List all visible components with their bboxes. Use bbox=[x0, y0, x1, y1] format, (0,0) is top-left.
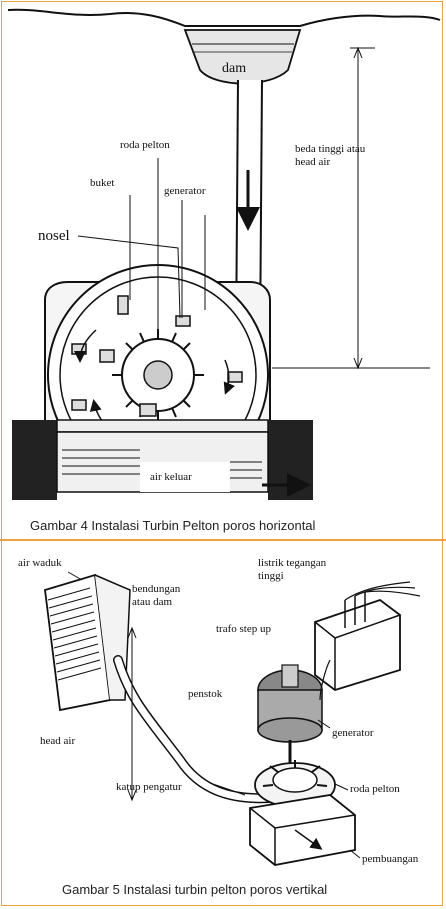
caption-figure1: Gambar 4 Instalasi Turbin Pelton poros h… bbox=[30, 518, 316, 533]
label-bendungan-line1: bendungan bbox=[132, 583, 181, 595]
generator-unit bbox=[257, 664, 323, 780]
label-roda-pelton-2: roda pelton bbox=[350, 783, 400, 795]
label-buket: buket bbox=[90, 177, 114, 189]
leader-lines-2 bbox=[67, 571, 361, 859]
outlet-basin bbox=[249, 794, 356, 866]
label-penstok: penstok bbox=[188, 688, 223, 700]
label-nosel: nosel bbox=[38, 228, 70, 244]
label-dam: dam bbox=[222, 61, 246, 76]
head-dimension-2 bbox=[127, 626, 137, 802]
label-roda-pelton-1: roda pelton bbox=[120, 139, 170, 151]
foundation bbox=[12, 419, 313, 500]
dam-reservoir bbox=[183, 29, 302, 85]
label-pembuangan: pembuangan bbox=[362, 853, 419, 865]
transformer-box bbox=[314, 581, 421, 701]
label-head-air-1: beda tinggi atau head air bbox=[295, 143, 368, 168]
label-katup: katup pengatur bbox=[116, 781, 182, 793]
label-listrik-line1: listrik tegangan bbox=[258, 557, 327, 569]
label-listrik: listrik tegangan tinggi bbox=[258, 557, 329, 582]
label-bendungan-line2: atau dam bbox=[132, 596, 172, 608]
penstock-pipe-2 bbox=[113, 655, 275, 804]
figure2-diagram bbox=[44, 571, 421, 866]
head-dimension bbox=[272, 46, 430, 370]
label-head-air-1-line2: head air bbox=[295, 156, 330, 168]
figure-divider bbox=[0, 539, 446, 541]
label-generator-1: generator bbox=[164, 185, 206, 197]
dam-wall bbox=[44, 573, 131, 712]
label-generator-2: generator bbox=[332, 727, 374, 739]
label-air-waduk: air waduk bbox=[18, 557, 62, 569]
figure1-diagram bbox=[7, 8, 441, 500]
label-head-air-1-line1: beda tinggi atau bbox=[295, 143, 366, 155]
label-listrik-line2: tinggi bbox=[258, 570, 284, 582]
label-trafo: trafo step up bbox=[216, 623, 271, 635]
leader-lines bbox=[77, 158, 206, 330]
label-air-keluar: air keluar bbox=[150, 471, 192, 483]
caption-figure2: Gambar 5 Instalasi turbin pelton poros v… bbox=[62, 882, 327, 897]
label-head-air-2: head air bbox=[40, 735, 75, 747]
label-bendungan: bendungan atau dam bbox=[132, 583, 183, 608]
